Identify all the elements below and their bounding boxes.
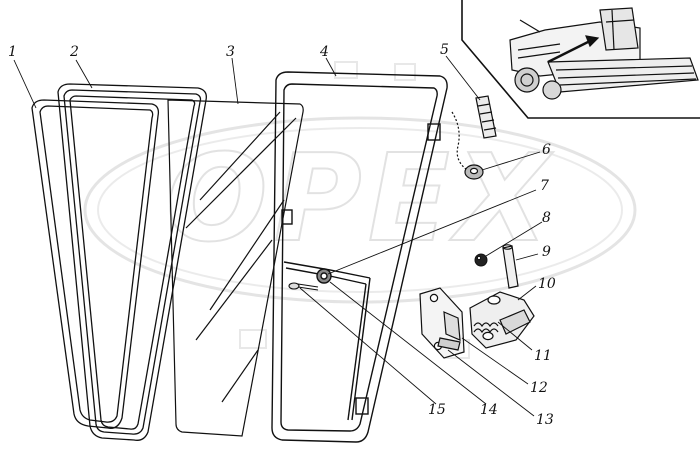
part-9-pin [502, 244, 519, 289]
callout-2: 2 [69, 44, 79, 60]
leader-lines [13, 55, 543, 417]
callout-1: 1 [8, 44, 17, 60]
callout-labels: 1 2 3 4 5 6 7 8 9 10 11 12 13 14 15 [8, 42, 556, 428]
callout-4: 4 [319, 44, 329, 60]
part-3-glass [167, 99, 304, 437]
callout-9: 9 [542, 244, 551, 260]
part-8-ball [474, 253, 488, 267]
callout-7: 7 [540, 178, 549, 194]
callout-11: 11 [534, 348, 552, 364]
part-4-door-frame [271, 71, 448, 443]
part-15-screw [288, 282, 319, 291]
callout-15: 15 [428, 402, 446, 418]
callout-14: 14 [480, 402, 498, 418]
part-1-seal [31, 99, 160, 429]
callout-12: 12 [530, 380, 548, 396]
callout-10: 10 [538, 276, 556, 292]
part-10-hinge [469, 291, 535, 349]
callout-6: 6 [542, 142, 551, 158]
callout-13: 13 [536, 412, 554, 428]
watermark-logo: OPEX [83, 61, 637, 359]
part-6-nut [464, 164, 484, 180]
callout-3: 3 [226, 44, 235, 60]
part-13-bolt [437, 337, 461, 351]
part-2-seal [57, 83, 207, 441]
part-5-stud [451, 95, 497, 173]
inset-combine-harvester [461, 0, 700, 119]
svg-text:OPEX: OPEX [166, 130, 554, 269]
callout-5: 5 [440, 42, 449, 58]
callout-8: 8 [542, 210, 551, 226]
part-11-spring [473, 322, 499, 334]
